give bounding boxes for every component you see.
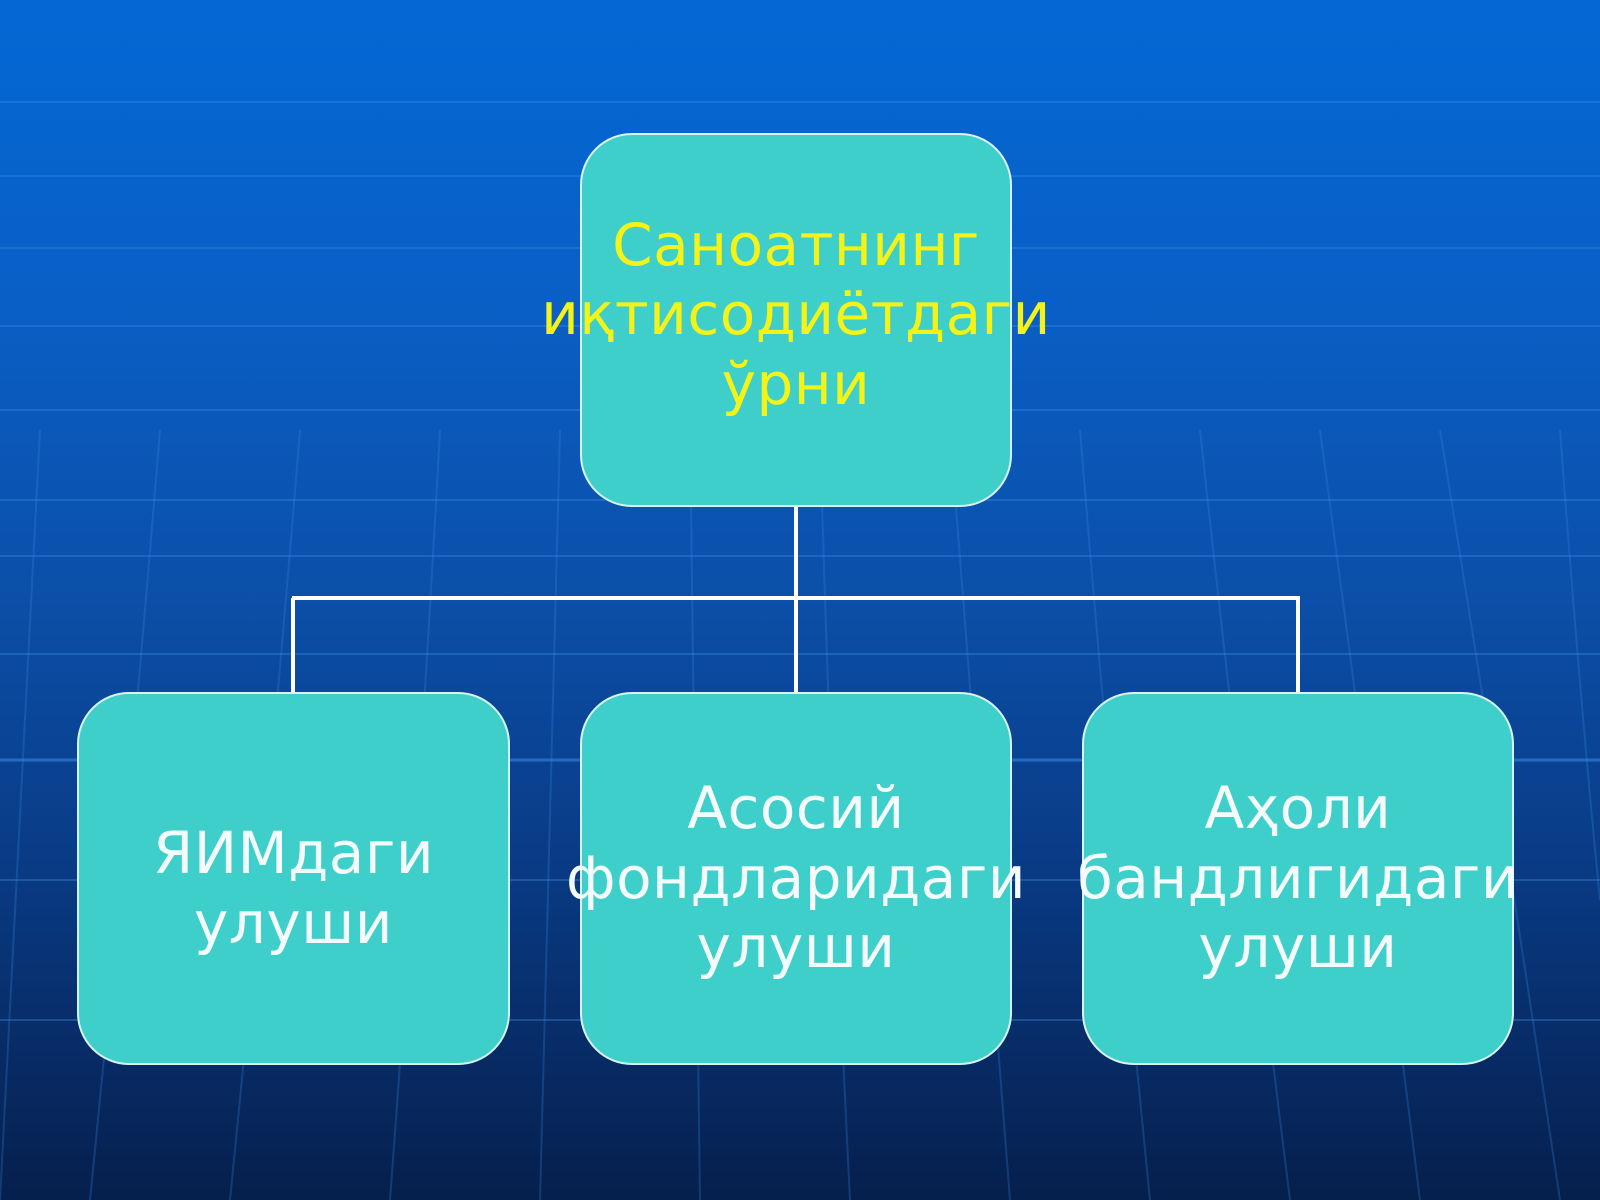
root-node-label: Саноатнинг иқтисодиётдаги ўрни: [541, 210, 1051, 418]
child-node-employment-share: Аҳоли бандлигидаги улуши: [1077, 692, 1519, 1065]
child-node-label: Асосий фондларидаги улуши: [565, 774, 1027, 982]
child-node-label: Аҳоли бандлигидаги улуши: [1076, 774, 1520, 982]
child-node-fixed-assets-share: Асосий фондларидаги улуши: [566, 692, 1026, 1065]
root-node: Саноатнинг иқтисодиётдаги ўрни: [541, 133, 1050, 507]
child-node-gdp-share: ЯИМдаги улуши: [77, 692, 510, 1065]
child-node-label: ЯИМдаги улуши: [152, 818, 435, 957]
